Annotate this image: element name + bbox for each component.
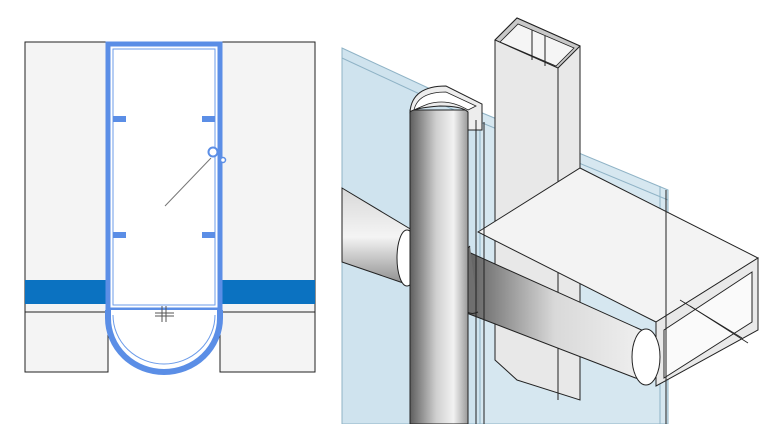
left-wall-panel	[24, 41, 109, 373]
glazing-band-left	[25, 280, 108, 304]
grip-small-icon[interactable]	[219, 156, 227, 164]
glazing-band-right	[220, 280, 315, 304]
right-wall-panel	[219, 41, 316, 373]
front-round-mullion[interactable]	[409, 85, 483, 424]
mullion-profile[interactable]	[105, 41, 223, 375]
center-marker	[155, 306, 174, 322]
grip-handle-icon[interactable]	[207, 146, 219, 158]
leader-line	[164, 157, 212, 207]
plan-view-panel[interactable]	[0, 0, 330, 424]
iso-view-canvas[interactable]	[330, 0, 783, 424]
iso-view-panel[interactable]	[330, 0, 783, 424]
plan-view-canvas[interactable]	[0, 0, 330, 424]
